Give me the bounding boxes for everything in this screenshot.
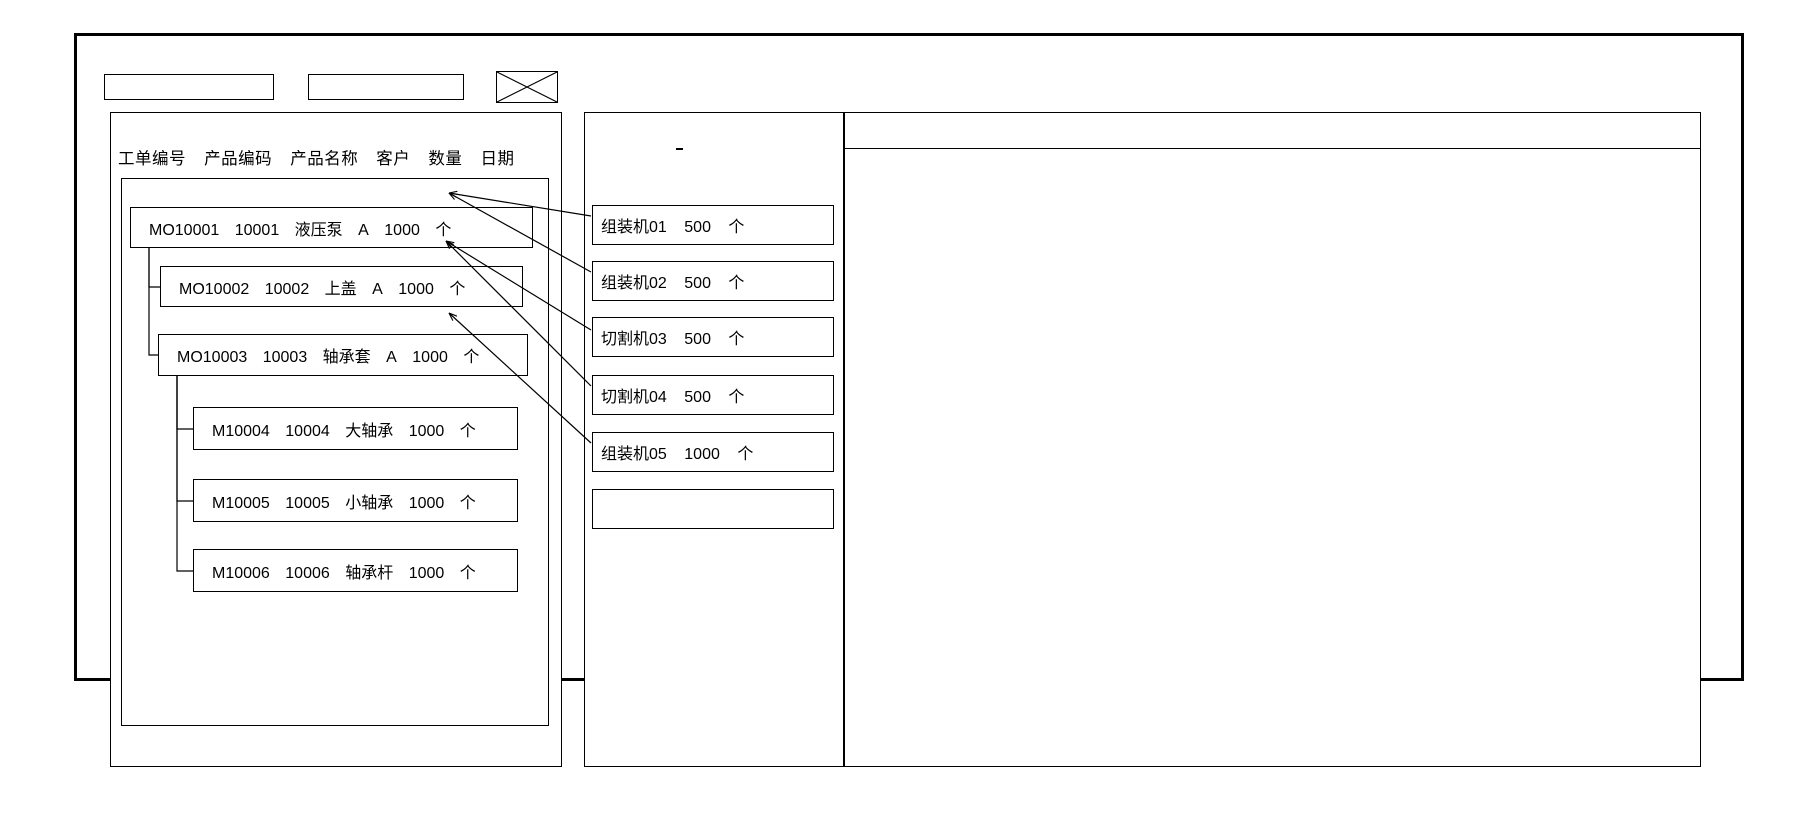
column-header-date: 日期 xyxy=(480,150,515,168)
machine-quantity: 500 xyxy=(684,389,711,406)
work-order-node[interactable]: M10006 10006 轴承杆 1000 个 xyxy=(193,549,518,592)
work-order-order-no: M10004 xyxy=(212,422,270,440)
work-order-order-no: M10006 xyxy=(212,564,270,582)
work-order-quantity: 1000 xyxy=(398,280,434,298)
work-order-product-code: 10003 xyxy=(262,349,308,366)
work-order-product-name: 液压泵 xyxy=(294,221,343,239)
work-order-unit: 个 xyxy=(449,280,466,298)
machine-quantity: 1000 xyxy=(684,446,720,463)
column-header-product-name: 产品名称 xyxy=(290,150,359,168)
machine-quantity: 500 xyxy=(684,331,711,348)
column-header-customer: 客户 xyxy=(376,150,411,168)
machine-node[interactable]: 组装机01 500 个 xyxy=(592,205,834,245)
work-order-quantity: 1000 xyxy=(384,221,420,239)
work-order-quantity: 1000 xyxy=(408,422,445,440)
work-order-order-no: MO10001 xyxy=(149,221,220,239)
machine-unit: 个 xyxy=(737,446,754,463)
machine-node[interactable]: 切割机03 500 个 xyxy=(592,317,834,357)
work-order-column-headers: 工单编号 产品编码 产品名称 客户 数量 日期 xyxy=(118,145,548,171)
machine-node[interactable]: 切割机04 500 个 xyxy=(592,375,834,415)
work-order-quantity: 1000 xyxy=(412,349,448,366)
machine-node[interactable]: 组装机05 1000 个 xyxy=(592,432,834,472)
work-order-customer: A xyxy=(358,221,369,239)
machine-quantity: 500 xyxy=(684,275,711,292)
work-order-node[interactable]: M10004 10004 大轴承 1000 个 xyxy=(193,407,518,450)
work-order-quantity: 1000 xyxy=(408,494,445,512)
machine-name: 组装机02 xyxy=(601,275,667,292)
machine-unit: 个 xyxy=(728,275,745,292)
detail-panel xyxy=(844,112,1701,767)
work-order-node[interactable]: MO10001 10001 液压泵 A 1000 个 xyxy=(130,207,533,248)
work-order-node[interactable]: MO10003 10003 轴承套 A 1000 个 xyxy=(158,334,528,376)
work-order-product-name: 小轴承 xyxy=(345,494,394,512)
machine-unit: 个 xyxy=(728,219,745,236)
work-order-product-code: 10002 xyxy=(264,280,310,298)
work-order-unit: 个 xyxy=(459,422,476,440)
work-order-product-code: 10006 xyxy=(285,564,330,582)
work-order-unit: 个 xyxy=(459,494,476,512)
work-order-product-name: 大轴承 xyxy=(345,422,394,440)
machine-unit: 个 xyxy=(728,389,745,406)
work-order-product-code: 10004 xyxy=(285,422,330,440)
work-order-customer: A xyxy=(372,280,383,298)
work-order-tree-container xyxy=(121,178,549,726)
image-placeholder-x-icon[interactable] xyxy=(496,71,558,103)
machine-node-empty[interactable] xyxy=(592,489,834,529)
work-order-order-no: MO10003 xyxy=(177,349,248,366)
machine-name: 组装机01 xyxy=(601,219,667,236)
column-header-order-no: 工单编号 xyxy=(118,150,186,168)
work-order-product-name: 轴承杆 xyxy=(345,564,394,582)
work-order-customer: A xyxy=(386,349,397,366)
work-order-product-name: 轴承套 xyxy=(322,349,371,366)
machine-unit: 个 xyxy=(728,331,745,348)
work-order-product-code: 10001 xyxy=(234,221,280,239)
machine-node[interactable]: 组装机02 500 个 xyxy=(592,261,834,301)
machine-quantity: 500 xyxy=(684,219,711,236)
work-order-unit: 个 xyxy=(463,349,480,366)
work-order-product-name: 上盖 xyxy=(324,280,357,298)
work-order-order-no: M10005 xyxy=(212,494,270,512)
toolbar-input-1[interactable] xyxy=(104,74,274,100)
toolbar-input-2[interactable] xyxy=(308,74,464,100)
work-order-unit: 个 xyxy=(435,221,452,239)
work-order-unit: 个 xyxy=(459,564,476,582)
work-order-node[interactable]: MO10002 10002 上盖 A 1000 个 xyxy=(160,266,523,307)
work-order-product-code: 10005 xyxy=(285,494,330,512)
detail-panel-header-divider xyxy=(845,148,1700,149)
machine-name: 切割机03 xyxy=(601,331,667,348)
machine-name: 切割机04 xyxy=(601,389,667,406)
column-header-product-code: 产品编码 xyxy=(204,150,273,168)
work-order-order-no: MO10002 xyxy=(179,280,250,298)
machine-name: 组装机05 xyxy=(601,446,667,463)
column-header-quantity: 数量 xyxy=(428,150,463,168)
work-order-quantity: 1000 xyxy=(408,564,445,582)
work-order-node[interactable]: M10005 10005 小轴承 1000 个 xyxy=(193,479,518,522)
process-panel-marker xyxy=(676,148,683,150)
